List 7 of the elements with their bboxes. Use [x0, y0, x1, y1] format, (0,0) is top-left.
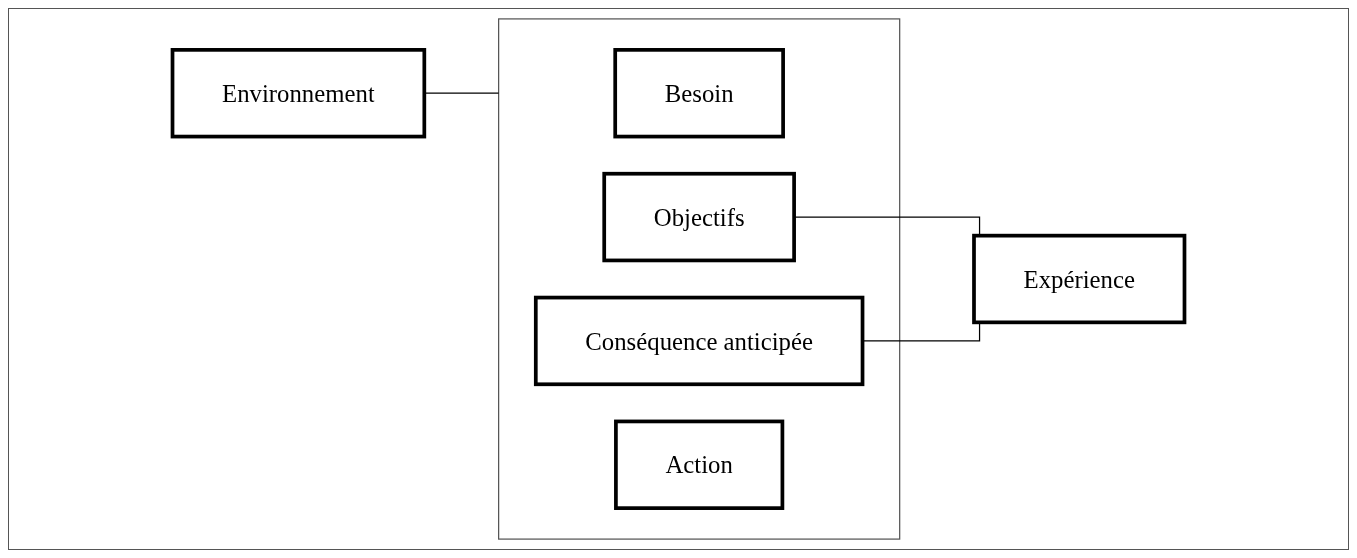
- node-box: Expérience: [972, 233, 1187, 325]
- cluster: [498, 18, 901, 540]
- node-box: Objectifs: [602, 171, 796, 263]
- node-box: Environnement: [170, 48, 427, 139]
- node-box: Conséquence anticipée: [533, 295, 865, 387]
- node-box: Besoin: [613, 48, 785, 139]
- node-box: Action: [614, 419, 785, 510]
